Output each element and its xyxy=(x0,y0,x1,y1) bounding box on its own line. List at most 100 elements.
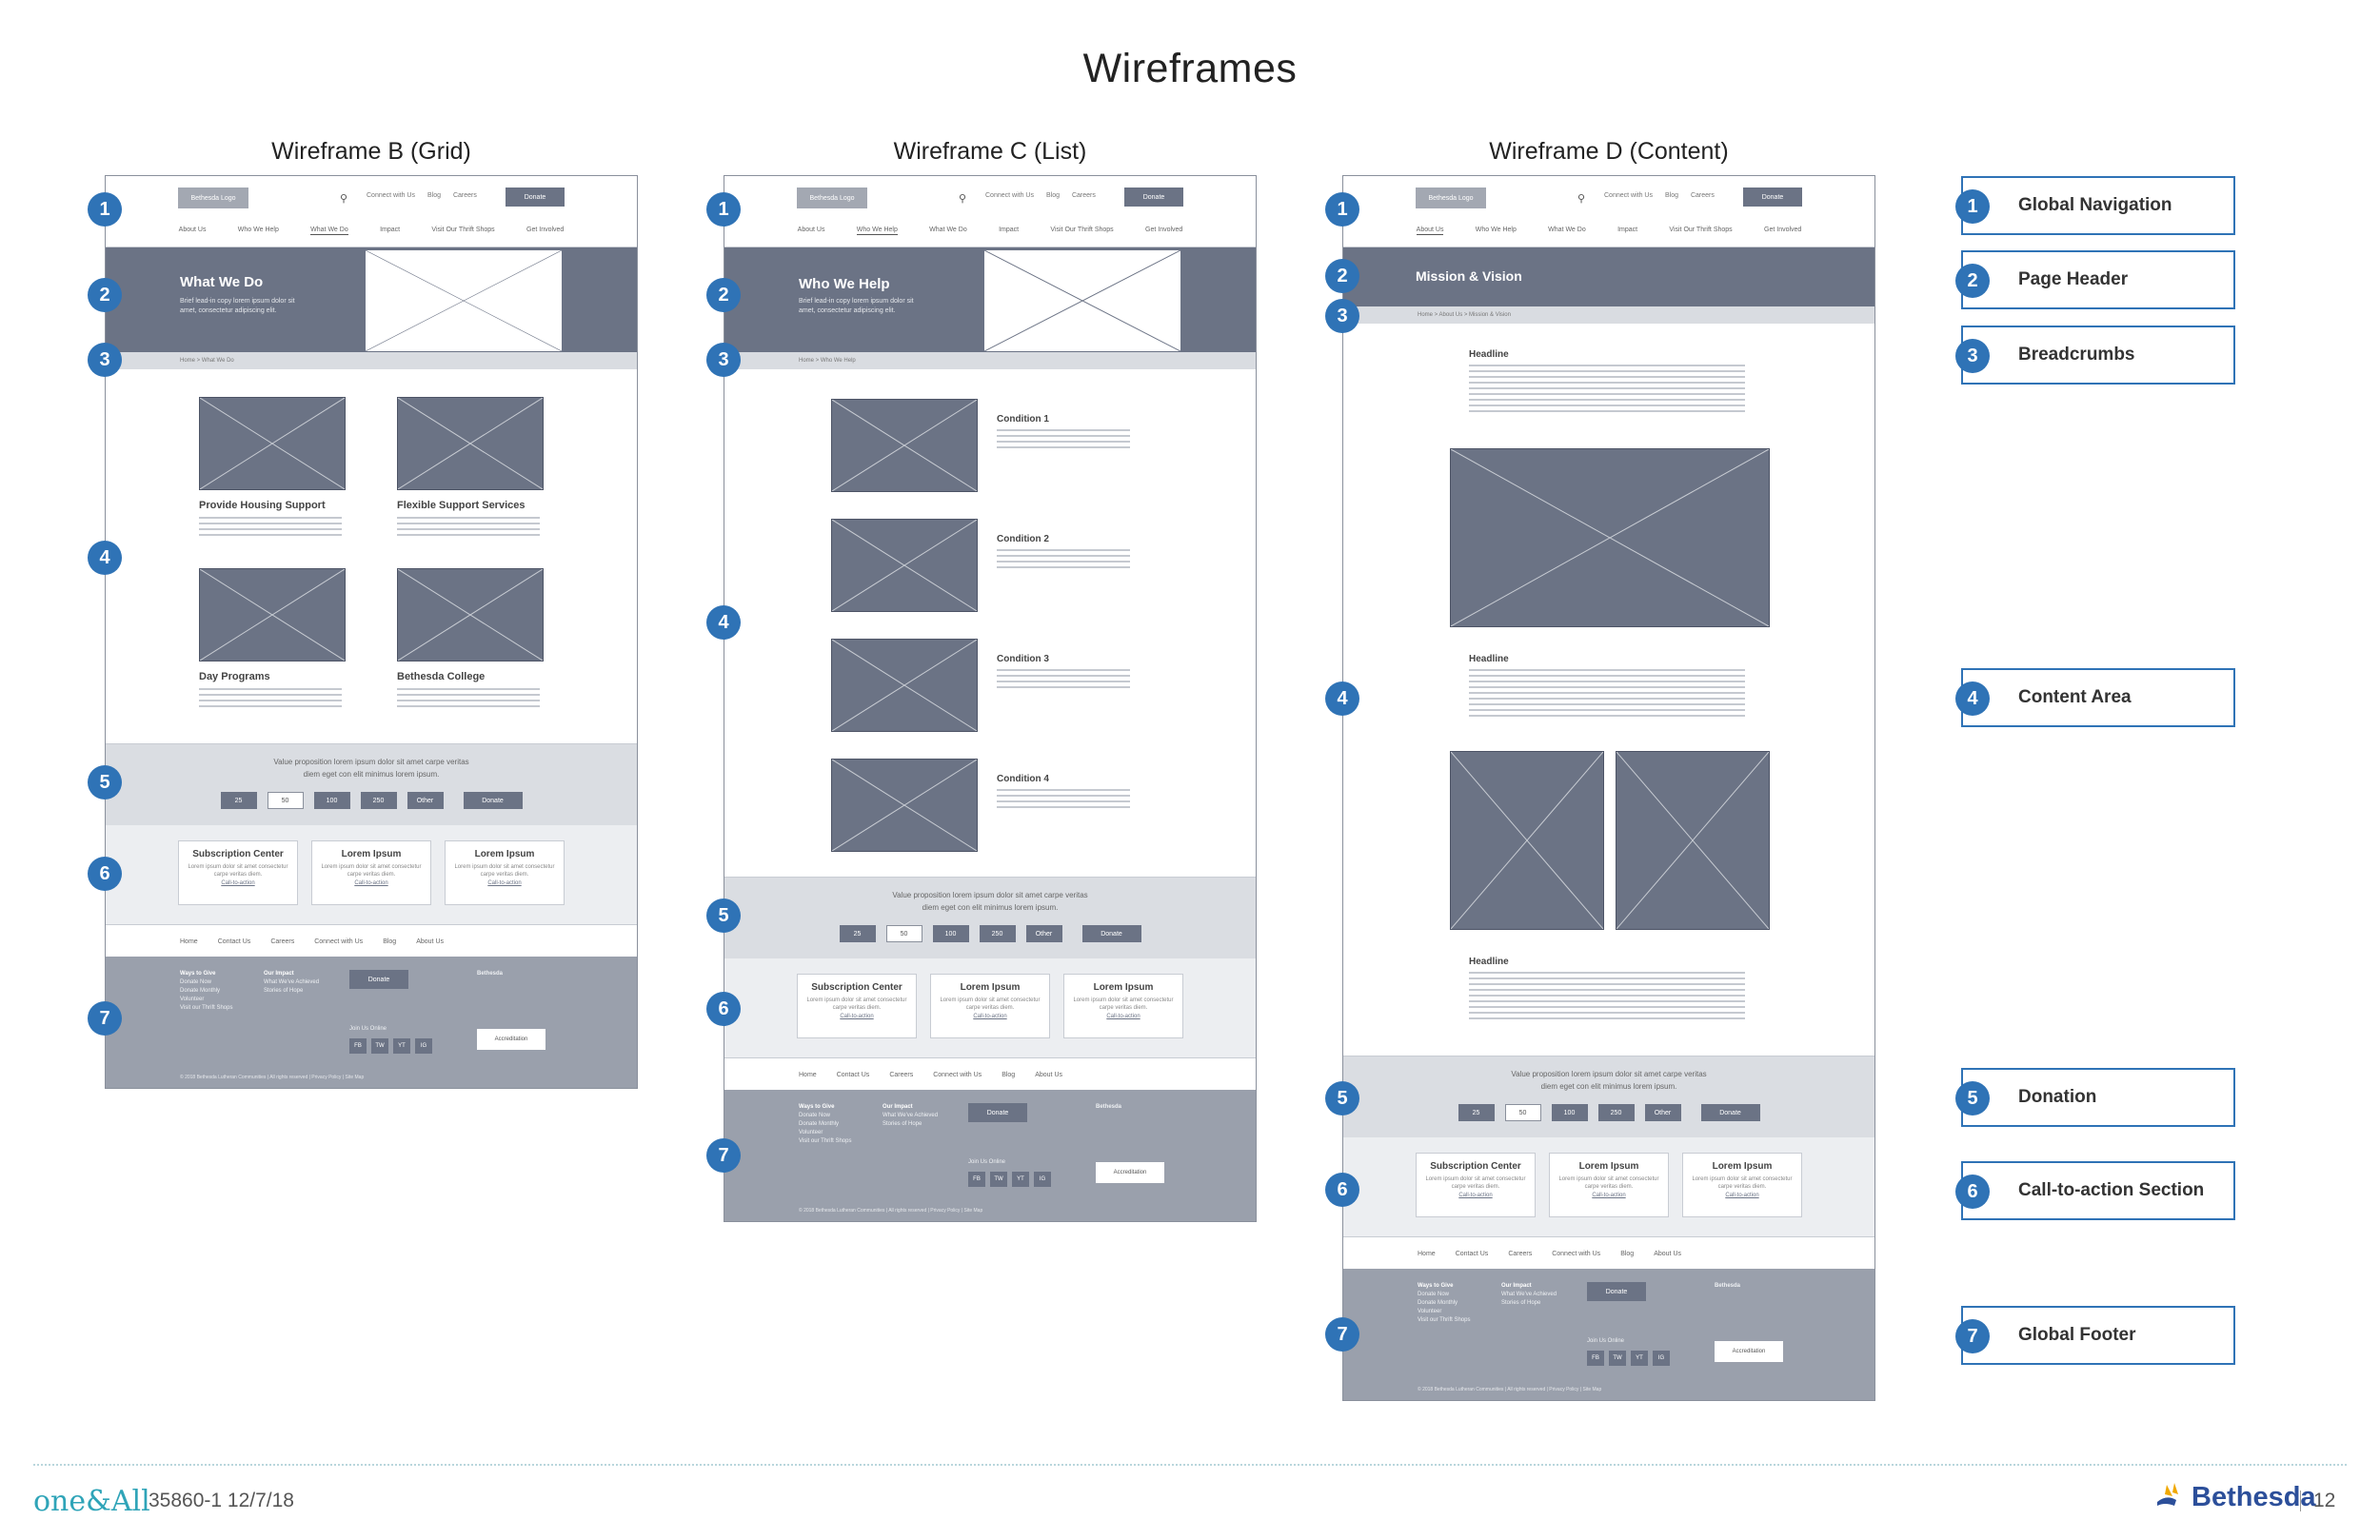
accreditation-badge: Accreditation xyxy=(477,1029,545,1050)
section-badge: 7 xyxy=(88,1001,122,1036)
image-placeholder xyxy=(1450,448,1770,627)
donate-button: Donate xyxy=(1081,925,1141,942)
donation-text: Value proposition lorem ipsum dolor sit … xyxy=(273,758,469,779)
donation-amounts: 25 50 100 250 Other Donate xyxy=(106,792,637,809)
utility-link: Careers xyxy=(452,192,477,199)
section-badge: 4 xyxy=(1325,681,1359,716)
image-placeholder xyxy=(365,249,563,352)
body-text xyxy=(997,429,1130,448)
donation-section: Value proposition lorem ipsum dolor sit … xyxy=(724,877,1256,960)
search-icon: ⚲ xyxy=(959,193,967,205)
list-item-label: Condition 3 xyxy=(997,654,1049,664)
copyright: © 2018 Bethesda Lutheran Communities | A… xyxy=(1418,1387,1602,1392)
image-placeholder xyxy=(199,397,346,490)
utility-links: Connect with Us Blog Careers xyxy=(1604,192,1715,199)
hero-subtitle: Brief lead-in copy lorem ipsum dolor sit… xyxy=(180,298,295,314)
donation-section: Value proposition lorem ipsum dolor sit … xyxy=(1343,1056,1874,1139)
list-item-label: Condition 2 xyxy=(997,534,1049,544)
section-badge: 1 xyxy=(1325,192,1359,227)
footer-join: Join Us Online xyxy=(1587,1338,1625,1344)
donation-amounts: 25 50 100 250 Other Donate xyxy=(1343,1104,1874,1121)
utility-link: Blog xyxy=(426,192,441,199)
section-badge: 7 xyxy=(706,1138,741,1173)
body-text xyxy=(199,517,342,536)
body-text xyxy=(997,549,1130,568)
section-badge: 1 xyxy=(88,192,122,227)
grid-item-label: Day Programs xyxy=(199,671,270,682)
footer-org: Bethesda xyxy=(1715,1283,1741,1289)
page-header: What We Do Brief lead-in copy lorem ipsu… xyxy=(106,247,637,352)
footer-donate-button: Donate xyxy=(349,970,408,989)
body-text xyxy=(997,789,1130,808)
global-navigation: Bethesda Logo ⚲ Connect with Us Blog Car… xyxy=(724,176,1256,247)
image-placeholder xyxy=(983,249,1181,352)
grid-item-label: Provide Housing Support xyxy=(199,500,326,511)
main-nav: About Us Who We Help What We Do Impact V… xyxy=(1416,227,1802,235)
logo-placeholder: Bethesda Logo xyxy=(178,188,248,208)
accreditation-badge: Accreditation xyxy=(1096,1162,1164,1183)
footer-join: Join Us Online xyxy=(968,1159,1006,1165)
list-item-label: Condition 4 xyxy=(997,774,1049,784)
divider xyxy=(33,1464,2347,1466)
donate-button: Donate xyxy=(463,792,523,809)
breadcrumbs: Home > About Us > Mission & Vision xyxy=(1343,306,1874,324)
section-badge: 3 xyxy=(1325,299,1359,333)
donate-button: Donate xyxy=(1700,1104,1760,1121)
body-text xyxy=(397,688,540,707)
grid-item-label: Flexible Support Services xyxy=(397,500,526,511)
section-badge: 7 xyxy=(1325,1317,1359,1352)
section-badge: 5 xyxy=(1325,1081,1359,1116)
footer-donate-button: Donate xyxy=(968,1103,1027,1122)
page-title: Wireframes xyxy=(1082,46,1298,91)
headline: Headline xyxy=(1469,957,1509,967)
main-nav: About Us Who We Help What We Do Impact V… xyxy=(797,227,1183,235)
section-badge: 5 xyxy=(88,765,122,800)
image-placeholder xyxy=(1616,751,1770,930)
search-icon: ⚲ xyxy=(340,193,348,205)
agency-logo: one&All xyxy=(33,1485,150,1518)
body-text xyxy=(1469,972,1745,1019)
amount-button: 25 xyxy=(220,792,257,809)
global-navigation: Bethesda Logo ⚲ Connect with Us Blog Car… xyxy=(106,176,637,247)
amount-button: Other xyxy=(407,792,444,809)
hero-title: Mission & Vision xyxy=(1416,268,1522,284)
amount-button: 100 xyxy=(313,792,350,809)
section-badge: 6 xyxy=(1325,1173,1359,1207)
amount-button: 50 xyxy=(267,792,304,809)
footer-org: Bethesda xyxy=(477,971,504,977)
image-placeholder xyxy=(199,568,346,661)
headline: Headline xyxy=(1469,654,1509,664)
section-badge: 4 xyxy=(706,605,741,640)
job-number-date: 35860-1 12/7/18 xyxy=(149,1490,294,1511)
footer-donate-button: Donate xyxy=(1587,1282,1646,1301)
page-header: Who We Help Brief lead-in copy lorem ips… xyxy=(724,247,1256,352)
hero-title: Who We Help xyxy=(799,276,890,292)
wireframe-d-title: Wireframe D (Content) xyxy=(1489,138,1729,165)
main-nav: About Us Who We Help What We Do Impact V… xyxy=(106,227,637,235)
body-text xyxy=(199,688,342,707)
section-badge: 1 xyxy=(706,192,741,227)
